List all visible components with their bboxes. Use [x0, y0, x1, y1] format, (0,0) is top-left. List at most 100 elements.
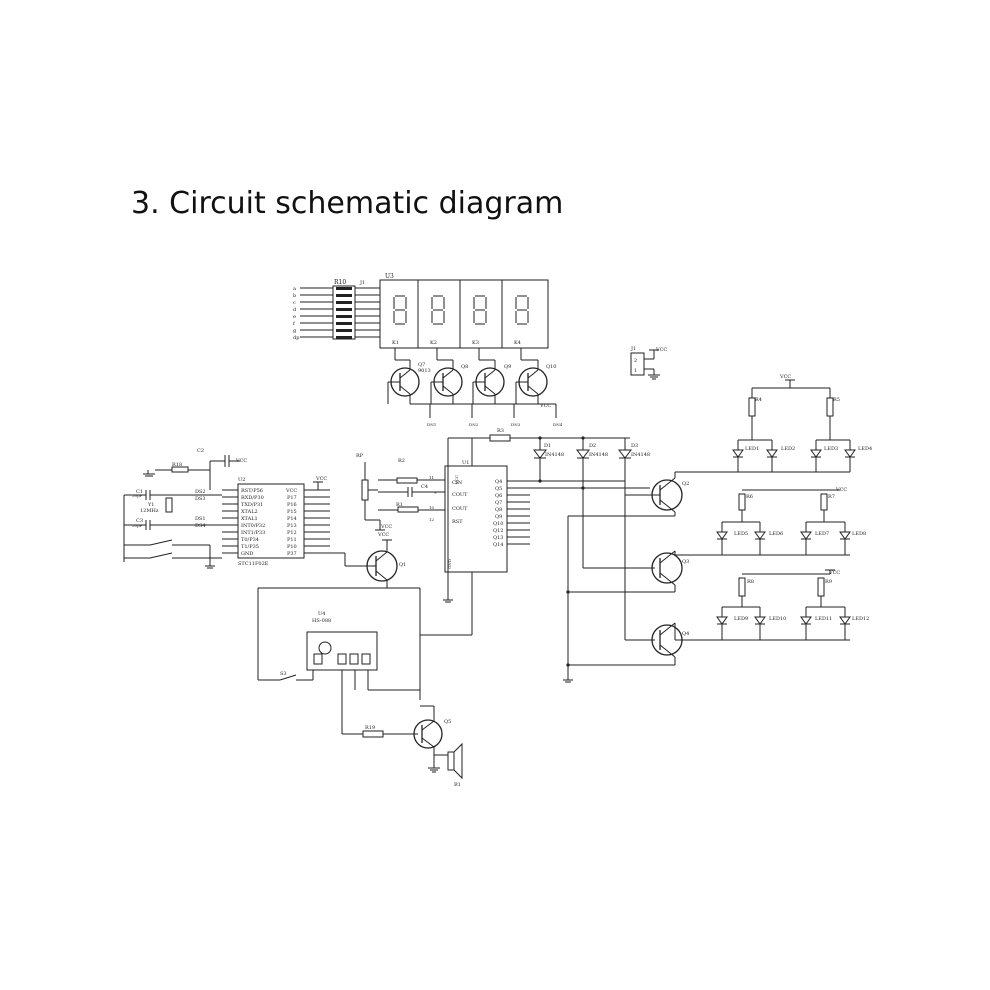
svg-text:VCC: VCC: [285, 488, 297, 494]
transistor-q5: Q5: [413, 705, 451, 773]
svg-text:P13: P13: [287, 523, 297, 529]
svg-text:R10: R10: [334, 279, 346, 286]
svg-text:RST/P56: RST/P56: [241, 488, 263, 494]
u2-right-pins: VCC: [304, 476, 345, 554]
svg-text:dp: dp: [293, 335, 299, 341]
svg-text:Q4: Q4: [495, 479, 502, 485]
resistor-array-r10: R10: [332, 279, 356, 340]
svg-text:K2: K2: [430, 340, 437, 346]
svg-text:b: b: [293, 293, 296, 299]
svg-text:Q9: Q9: [504, 364, 511, 370]
svg-text:COUT: COUT: [452, 492, 468, 498]
svg-text:R2: R2: [398, 458, 405, 464]
svg-text:LED2: LED2: [781, 446, 795, 452]
svg-text:DN1: DN1: [427, 422, 436, 427]
svg-text:LED9: LED9: [734, 616, 748, 622]
led-3: LED3: [810, 440, 838, 472]
svg-text:Q6: Q6: [495, 493, 502, 499]
connector-label: J1: [359, 280, 365, 286]
led-12: LED12: [839, 607, 869, 640]
svg-text:CIN: CIN: [452, 480, 463, 486]
svg-text:Q10: Q10: [493, 521, 503, 527]
svg-text:12MHz: 12MHz: [140, 508, 159, 514]
svg-text:RST: RST: [452, 519, 463, 525]
u2-right-pin-labels: VCC P17 P16 P15 P14 P13 P12 P11 P10 P37: [285, 488, 297, 557]
svg-text:Q9: Q9: [495, 514, 502, 520]
svg-text:IN4148: IN4148: [589, 452, 608, 458]
svg-text:C1: C1: [136, 489, 143, 495]
led-9: LED9: [716, 607, 748, 640]
digit-4: K4: [514, 295, 529, 346]
svg-text:P16: P16: [287, 502, 297, 508]
digit-driver-wires: VCC DN1 DN2 DN3 DN4: [387, 348, 563, 427]
led-bank-row-1: VCC R4 R5 LED1 LED2 LED3 LED4: [732, 374, 872, 472]
chip-u2: [237, 483, 305, 559]
svg-text:Q3: Q3: [682, 559, 689, 565]
svg-text:LED12: LED12: [852, 616, 869, 622]
svg-text:Q1: Q1: [399, 562, 406, 568]
chip-u1: [444, 465, 508, 573]
svg-text:VCC: VCC: [828, 570, 840, 576]
svg-text:K3: K3: [472, 340, 479, 346]
svg-text:K4: K4: [514, 340, 521, 346]
svg-text:XTAL2: XTAL2: [241, 509, 258, 515]
svg-text:DS2: DS2: [195, 489, 206, 495]
svg-text:9: 9: [434, 490, 437, 495]
svg-text:DN2: DN2: [469, 422, 479, 427]
svg-text:VCC: VCC: [779, 374, 791, 380]
svg-text:2: 2: [634, 358, 637, 364]
transistor-q2: Q2: [650, 471, 850, 516]
digit-2: K2: [430, 295, 445, 346]
led-7: LED7: [800, 522, 829, 555]
svg-text:R1: R1: [396, 502, 403, 508]
svg-text:DS4: DS4: [195, 523, 206, 529]
svg-text:VCC: VCC: [835, 487, 847, 493]
svg-text:D2: D2: [589, 443, 596, 449]
svg-text:Q14: Q14: [493, 542, 503, 548]
svg-text:Q12: Q12: [493, 528, 503, 534]
led-4: LED4: [844, 440, 872, 472]
svg-text:R18: R18: [172, 462, 182, 468]
svg-text:T0/P34: T0/P34: [241, 537, 259, 543]
led-1: LED1: [732, 440, 759, 472]
led-5: LED5: [716, 522, 748, 555]
led-bank-row-3: VCC R8 R9 LED9 LED10 LED11 LED12: [716, 569, 869, 640]
svg-text:f: f: [293, 321, 296, 327]
svg-text:c: c: [293, 300, 296, 306]
seven-segment-display-section: a b c d e f g dp R10: [293, 273, 563, 427]
u2-left-pins: [222, 489, 238, 554]
svg-text:C4: C4: [421, 484, 428, 490]
svg-text:INT0/P32: INT0/P32: [241, 523, 265, 529]
svg-text:VCC: VCC: [380, 524, 392, 530]
svg-text:VCC: VCC: [377, 532, 389, 538]
svg-text:C3: C3: [136, 518, 143, 524]
svg-text:S3: S3: [280, 671, 287, 677]
svg-text:DN3: DN3: [511, 422, 521, 427]
u2-left-pin-labels: RST/P56 RXD/P30 TXD/P31 XTAL2 XTAL1 INT0…: [241, 488, 265, 557]
u1-to-driver-wires: [420, 465, 675, 683]
digit-3: K3: [472, 295, 487, 346]
svg-text:Q5: Q5: [495, 486, 502, 492]
led-8: LED8: [839, 522, 866, 555]
svg-text:VCC: VCC: [655, 347, 667, 353]
transistor-q9: Q9: [473, 364, 511, 397]
svg-text:P11: P11: [287, 537, 297, 543]
svg-text:e: e: [293, 314, 296, 320]
svg-text:9013: 9013: [418, 368, 431, 374]
svg-text:DS3: DS3: [195, 496, 206, 502]
svg-text:11: 11: [429, 475, 434, 480]
led-11: LED11: [800, 607, 832, 640]
led-6: LED6: [754, 522, 783, 555]
display-label: U3: [385, 273, 394, 280]
svg-text:K1: K1: [392, 340, 399, 346]
svg-text:GND: GND: [241, 551, 253, 557]
svg-text:VCC: VCC: [539, 403, 551, 409]
svg-text:LED11: LED11: [815, 616, 832, 622]
transistor-q7: Q7 9013: [388, 362, 431, 397]
svg-text:R19: R19: [365, 725, 375, 731]
svg-text:J1: J1: [630, 346, 636, 352]
svg-text:LED5: LED5: [734, 531, 748, 537]
svg-text:Q8: Q8: [495, 507, 502, 513]
